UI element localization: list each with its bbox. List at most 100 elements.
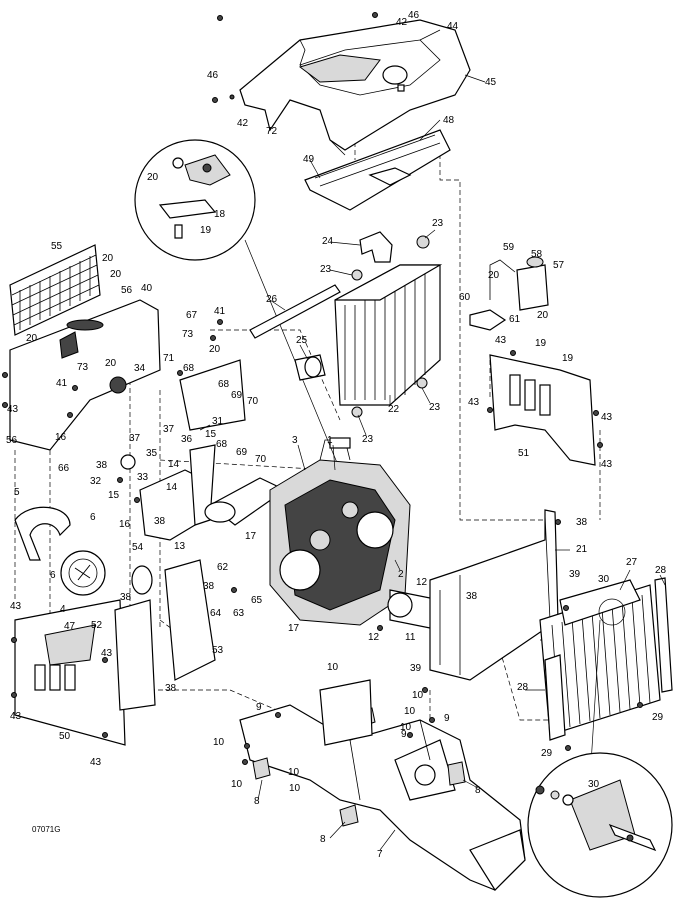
right-side-panel [489, 354, 596, 466]
callout-10: 10 [288, 767, 300, 778]
callout-55: 55 [51, 241, 63, 252]
callout-69: 69 [231, 390, 243, 401]
callout-38: 38 [165, 683, 177, 694]
callout-54: 54 [132, 542, 144, 553]
callout-46: 46 [408, 10, 420, 21]
callout-16: 16 [119, 519, 131, 530]
hood-support-bracket [304, 129, 451, 211]
callout-53: 53 [212, 645, 224, 656]
callout-28: 28 [517, 682, 529, 693]
callout-41: 41 [214, 306, 226, 317]
callout-43: 43 [101, 648, 113, 659]
callout-10: 10 [213, 737, 225, 748]
callout-29: 29 [541, 748, 553, 759]
callout-57: 57 [553, 260, 565, 271]
callout-64: 64 [210, 608, 222, 619]
callout-30: 30 [588, 779, 600, 790]
radiator-assembly [249, 231, 443, 418]
callout-6: 6 [50, 570, 56, 581]
callout-11: 11 [405, 632, 416, 643]
callout-39: 39 [410, 663, 422, 674]
callout-38: 38 [466, 591, 478, 602]
callout-13: 13 [174, 541, 186, 552]
callout-14: 14 [168, 459, 180, 470]
callout-67: 67 [186, 310, 198, 321]
callout-49: 49 [303, 154, 315, 165]
callout-20: 20 [105, 358, 117, 369]
callout-43: 43 [495, 335, 507, 346]
callout-63: 63 [233, 608, 245, 619]
callout-37: 37 [129, 433, 141, 444]
callout-47: 47 [64, 621, 76, 632]
callout-38: 38 [96, 460, 108, 471]
callout-51: 51 [518, 448, 530, 459]
callout-68: 68 [216, 439, 228, 450]
coolant-reservoir [469, 256, 549, 331]
callout-27: 27 [626, 557, 638, 568]
callout-38: 38 [120, 592, 132, 603]
callout-35: 35 [146, 448, 158, 459]
callout-34: 34 [134, 363, 146, 374]
callout-8: 8 [320, 834, 326, 845]
callout-42: 42 [396, 17, 408, 28]
callout-73: 73 [77, 362, 89, 373]
callout-9: 9 [444, 713, 450, 724]
air-intake [14, 506, 153, 596]
callout-30: 30 [598, 574, 610, 585]
callout-2: 2 [398, 569, 404, 580]
callout-14: 14 [166, 482, 178, 493]
callout-42: 42 [237, 118, 249, 129]
main-frame [239, 704, 526, 891]
callout-21: 21 [576, 544, 588, 555]
callout-43: 43 [601, 459, 613, 470]
callout-8: 8 [254, 796, 260, 807]
engine [269, 437, 441, 631]
callout-38: 38 [203, 581, 215, 592]
callout-19: 19 [200, 225, 212, 236]
callout-38: 38 [154, 516, 166, 527]
callout-45: 45 [485, 77, 497, 88]
callout-9: 9 [256, 702, 262, 713]
callout-36: 36 [181, 434, 193, 445]
detail-circle-top [134, 139, 341, 471]
callout-20: 20 [209, 344, 221, 355]
callout-43: 43 [468, 397, 480, 408]
callout-20: 20 [488, 270, 500, 281]
rear-frame [429, 509, 559, 681]
callout-20: 20 [102, 253, 114, 264]
callout-33: 33 [137, 472, 149, 483]
callout-31: 31 [212, 416, 224, 427]
callout-20: 20 [147, 172, 159, 183]
callout-70: 70 [255, 454, 267, 465]
callout-41: 41 [56, 378, 68, 389]
callout-52: 52 [91, 620, 103, 631]
callout-59: 59 [503, 242, 515, 253]
callout-40: 40 [141, 283, 153, 294]
callout-25: 25 [296, 335, 308, 346]
cooling-screen [539, 577, 673, 781]
callout-50: 50 [59, 731, 71, 742]
callout-18: 18 [214, 209, 226, 220]
callout-10: 10 [289, 783, 301, 794]
callout-6: 6 [90, 512, 96, 523]
callout-71: 71 [163, 353, 175, 364]
callout-15: 15 [108, 490, 120, 501]
callout-66: 66 [58, 463, 70, 474]
callout-19: 19 [562, 353, 574, 364]
callout-15: 15 [205, 429, 217, 440]
callout-10: 10 [404, 706, 416, 717]
callout-37: 37 [163, 424, 175, 435]
callout-12: 12 [368, 632, 380, 643]
callout-56: 56 [6, 435, 18, 446]
leader-lines [199, 29, 666, 851]
callout-23: 23 [432, 218, 444, 229]
callout-26: 26 [266, 294, 278, 305]
callout-48: 48 [443, 115, 455, 126]
callout-68: 68 [218, 379, 230, 390]
callout-9: 9 [401, 729, 407, 740]
callout-8: 8 [475, 785, 481, 796]
callout-58: 58 [531, 249, 543, 260]
callout-38: 38 [576, 517, 588, 528]
callout-20: 20 [26, 333, 38, 344]
